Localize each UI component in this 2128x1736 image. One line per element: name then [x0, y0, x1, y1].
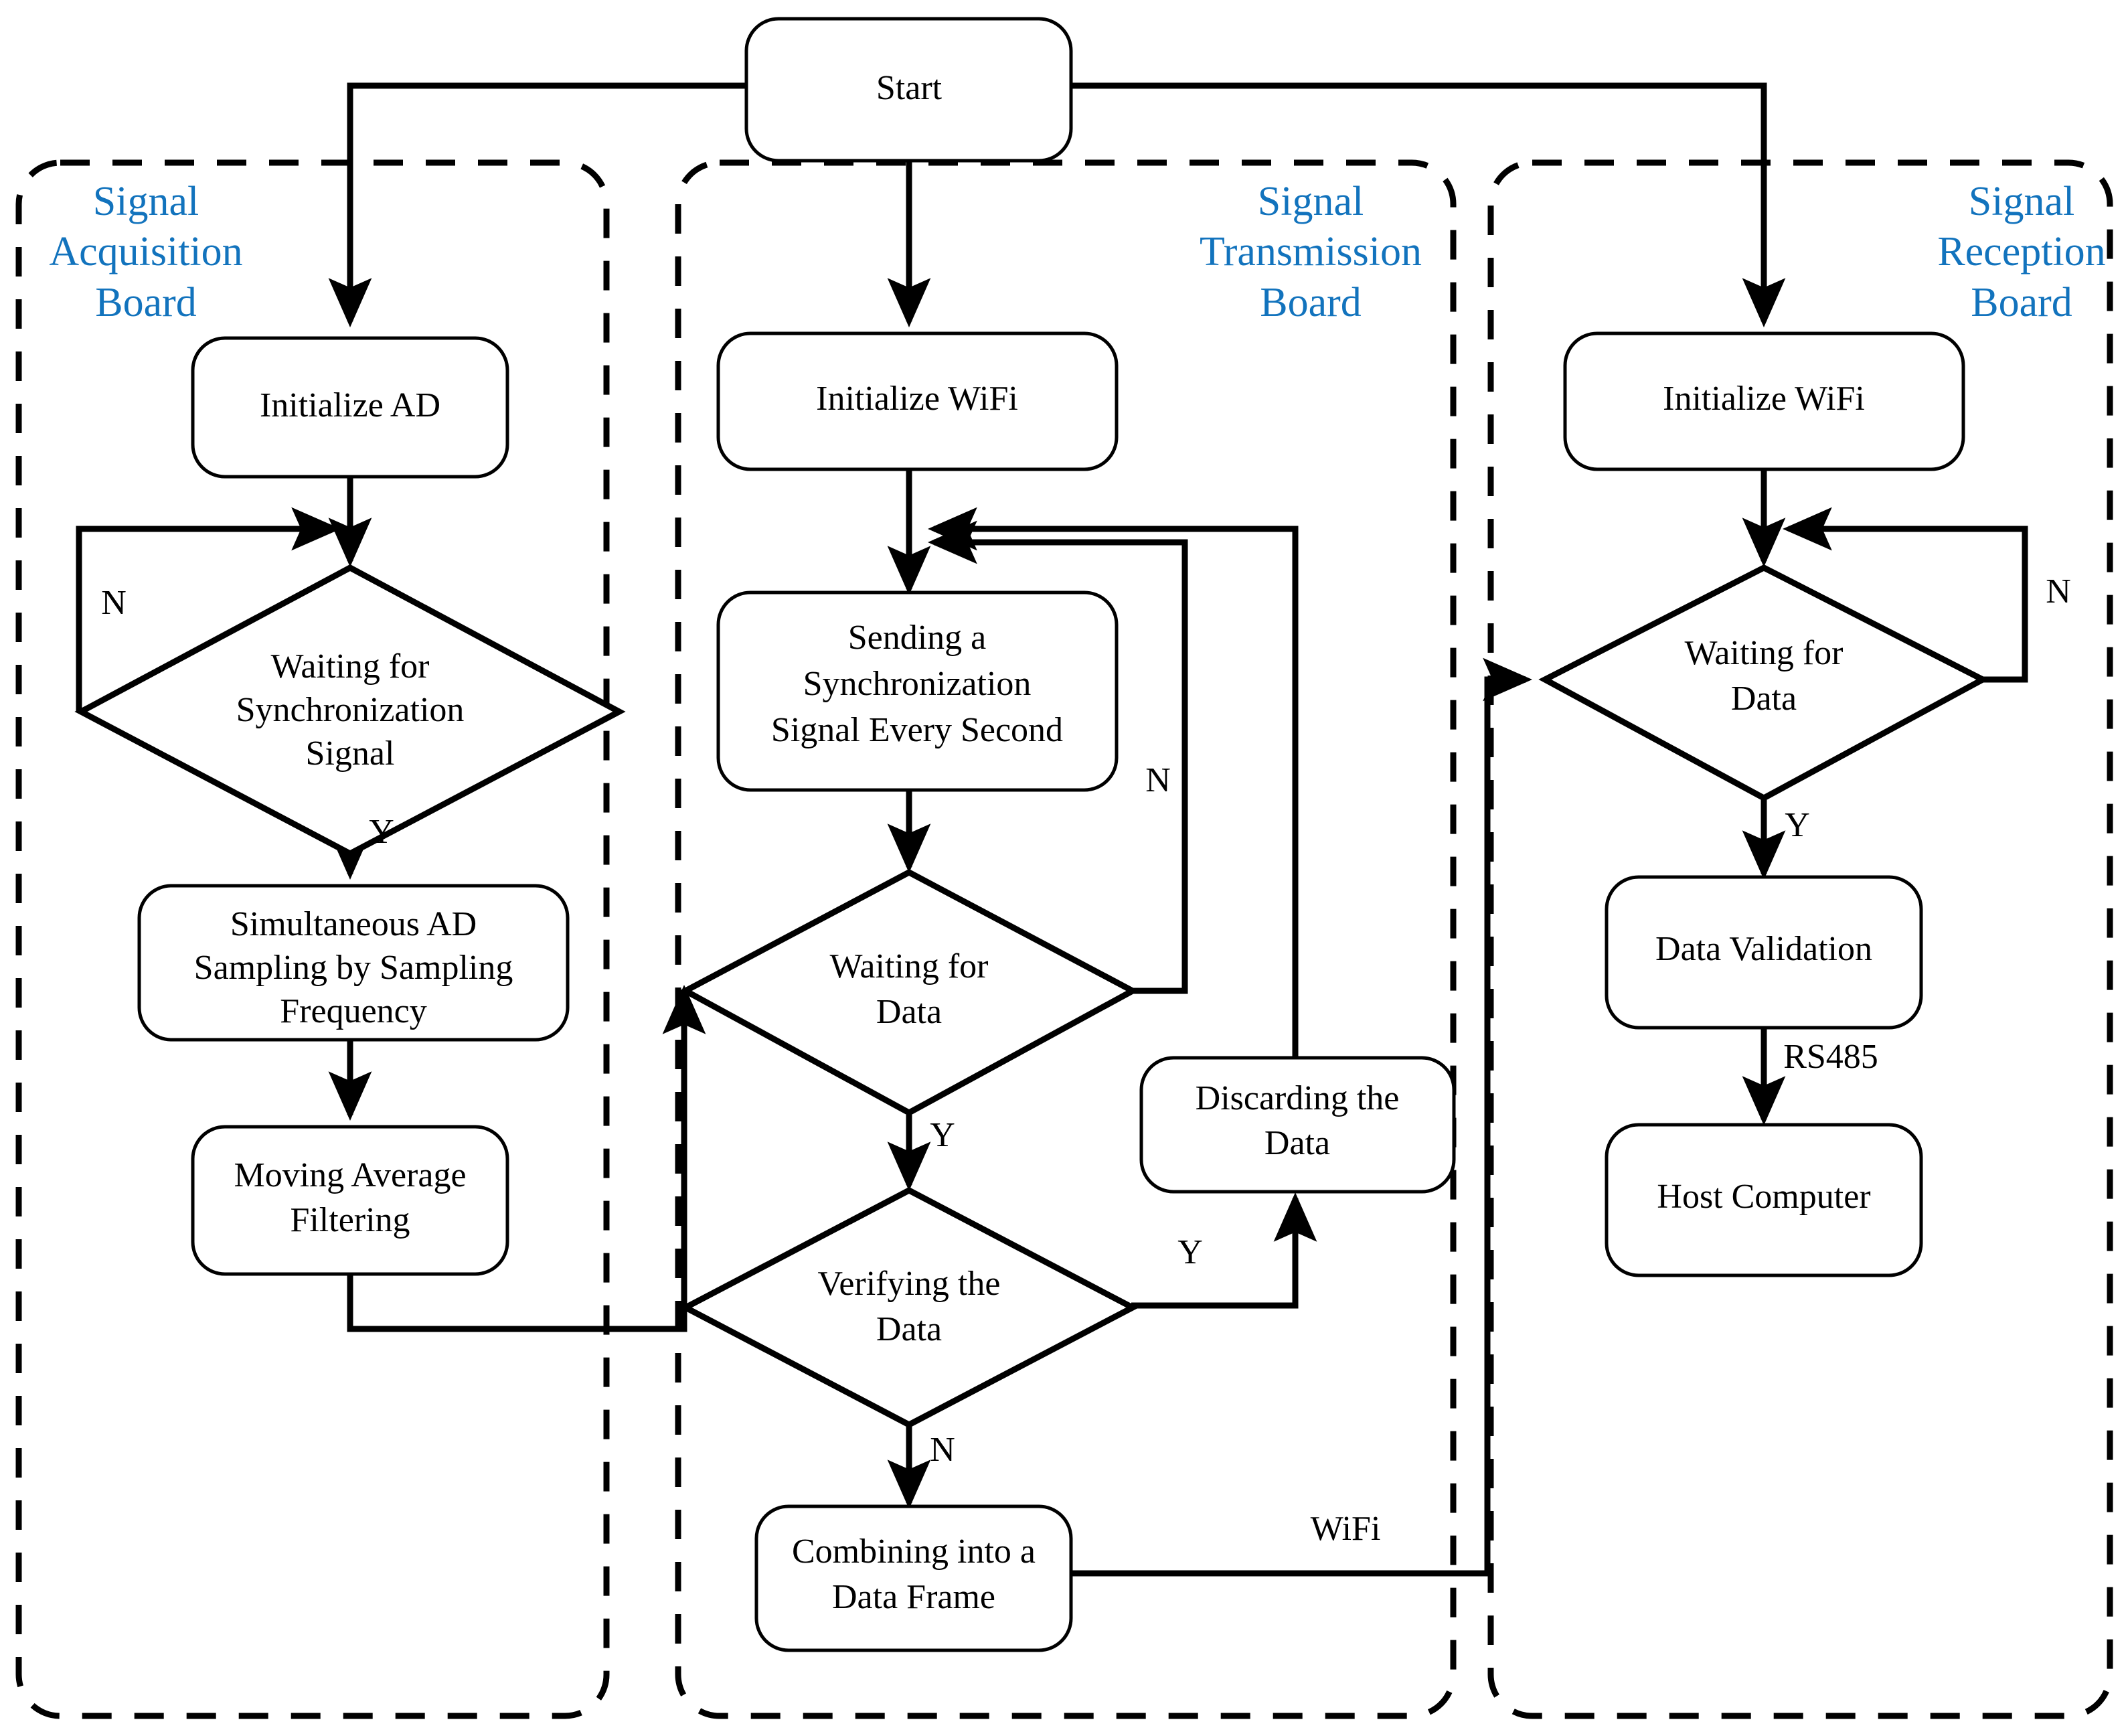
node-send-sync-label-2: Synchronization: [803, 665, 1032, 703]
node-combine-frame-label-1: Combining into a: [792, 1532, 1036, 1571]
edge-wait-sync-no-loop: [76, 507, 341, 712]
edge-start-to-init-wifi-rx: [1071, 82, 1786, 328]
node-start[interactable]: Start: [744, 17, 1073, 163]
node-verifying-the-data[interactable]: Verifying the Data: [679, 1186, 1139, 1429]
edge-label-acq-sync-no: N: [101, 584, 127, 622]
node-wait-data-tx-label-2: Data: [876, 993, 942, 1031]
node-combine-frame-label-2: Data Frame: [832, 1578, 995, 1616]
edge-label-rx-wait-no: N: [2046, 572, 2071, 611]
panel-reception-label-2: Reception: [1937, 229, 2105, 274]
edge-label-tx-verify-yes: Y: [1177, 1233, 1203, 1271]
panel-reception: [1487, 159, 2113, 1719]
node-host-computer-label: Host Computer: [1657, 1178, 1870, 1216]
node-moving-average-filtering[interactable]: Moving Average Filtering: [191, 1125, 509, 1276]
node-discarding-the-data[interactable]: Discarding the Data: [1139, 1056, 1456, 1194]
node-simul-ad-label-2: Sampling by Sampling: [194, 949, 513, 987]
edge-moving-avg-to-wait-data-tx: [347, 984, 706, 1332]
panel-transmission-label-1: Signal: [1258, 179, 1364, 224]
node-initialize-wifi-transmission[interactable]: Initialize WiFi: [716, 331, 1119, 471]
node-initialize-ad-label: Initialize AD: [260, 386, 440, 424]
panel-acquisition-label-3: Board: [95, 280, 197, 325]
node-data-validation[interactable]: Data Validation: [1605, 875, 1923, 1030]
node-simul-ad-label-3: Frequency: [280, 992, 426, 1030]
node-discard-data-label-1: Discarding the: [1196, 1079, 1400, 1117]
node-host-computer[interactable]: Host Computer: [1605, 1123, 1923, 1277]
panel-acquisition-label-1: Signal: [93, 179, 199, 224]
node-verify-data-label-1: Verifying the: [818, 1265, 1001, 1303]
node-initialize-wifi-reception[interactable]: Initialize WiFi: [1563, 331, 1965, 471]
node-waiting-for-data-reception[interactable]: Waiting for Data: [1538, 564, 1989, 802]
node-waiting-for-synchronization-signal[interactable]: Waiting for Synchronization Signal: [74, 564, 626, 858]
edge-label-tx-wait-yes: Y: [930, 1116, 955, 1154]
edge-label-tx-verify-no: N: [930, 1431, 955, 1469]
node-init-wifi-rx-label: Initialize WiFi: [1663, 380, 1865, 418]
edge-wait-data-tx-no-loop: [927, 520, 1188, 994]
node-moving-avg-label-2: Filtering: [290, 1201, 410, 1239]
node-combining-into-data-frame[interactable]: Combining into a Data Frame: [754, 1504, 1073, 1652]
node-wait-sync-label-3: Signal: [306, 734, 395, 773]
node-wait-data-rx-label-1: Waiting for: [1685, 634, 1844, 672]
node-verify-data-label-2: Data: [876, 1310, 942, 1348]
panel-transmission: [675, 159, 1457, 1719]
node-simul-ad-label-1: Simultaneous AD: [230, 905, 477, 943]
panel-acquisition: [15, 159, 610, 1719]
node-wait-sync-label-1: Waiting for: [271, 647, 430, 686]
edge-start-to-init-ad: [328, 82, 746, 328]
node-init-wifi-tx-label: Initialize WiFi: [816, 380, 1018, 418]
node-start-label: Start: [876, 69, 943, 107]
edge-combine-to-wait-data-rx: [1071, 657, 1533, 1577]
panel-transmission-label-3: Board: [1260, 280, 1362, 325]
edge-label-rx-wait-yes: Y: [1785, 806, 1810, 844]
edge-label-acq-sync-yes: Y: [369, 813, 394, 851]
edge-label-tx-wifi: WiFi: [1311, 1510, 1381, 1548]
node-moving-avg-label-1: Moving Average: [234, 1156, 466, 1194]
node-wait-sync-label-2: Synchronization: [236, 691, 465, 729]
edge-discard-to-send-sync-loop: [927, 507, 1299, 1061]
edge-wait-data-rx-no-loop: [1782, 507, 2028, 683]
node-send-sync-label-1: Sending a: [848, 619, 987, 657]
node-wait-data-rx-label-2: Data: [1731, 680, 1797, 718]
node-simultaneous-ad-sampling[interactable]: Simultaneous AD Sampling by Sampling Fre…: [137, 884, 570, 1042]
node-data-validation-label: Data Validation: [1655, 930, 1872, 968]
node-discard-data-label-2: Data: [1264, 1124, 1330, 1162]
edge-label-rx-rs485: RS485: [1783, 1038, 1878, 1076]
node-waiting-for-data-transmission[interactable]: Waiting for Data: [679, 868, 1139, 1117]
node-wait-data-tx-label-1: Waiting for: [830, 947, 989, 985]
panel-acquisition-label-2: Acquisition: [49, 229, 242, 274]
panel-transmission-label-2: Transmission: [1200, 229, 1422, 274]
edge-label-tx-wait-no: N: [1145, 761, 1171, 799]
node-sending-sync-signal[interactable]: Sending a Synchronization Signal Every S…: [716, 590, 1119, 792]
edge-verify-yes-to-discard: [1131, 1192, 1317, 1309]
node-send-sync-label-3: Signal Every Second: [771, 711, 1063, 749]
node-initialize-ad[interactable]: Initialize AD: [191, 336, 509, 479]
panel-reception-label-3: Board: [1971, 280, 2072, 325]
panel-reception-label-1: Signal: [1969, 179, 2074, 224]
